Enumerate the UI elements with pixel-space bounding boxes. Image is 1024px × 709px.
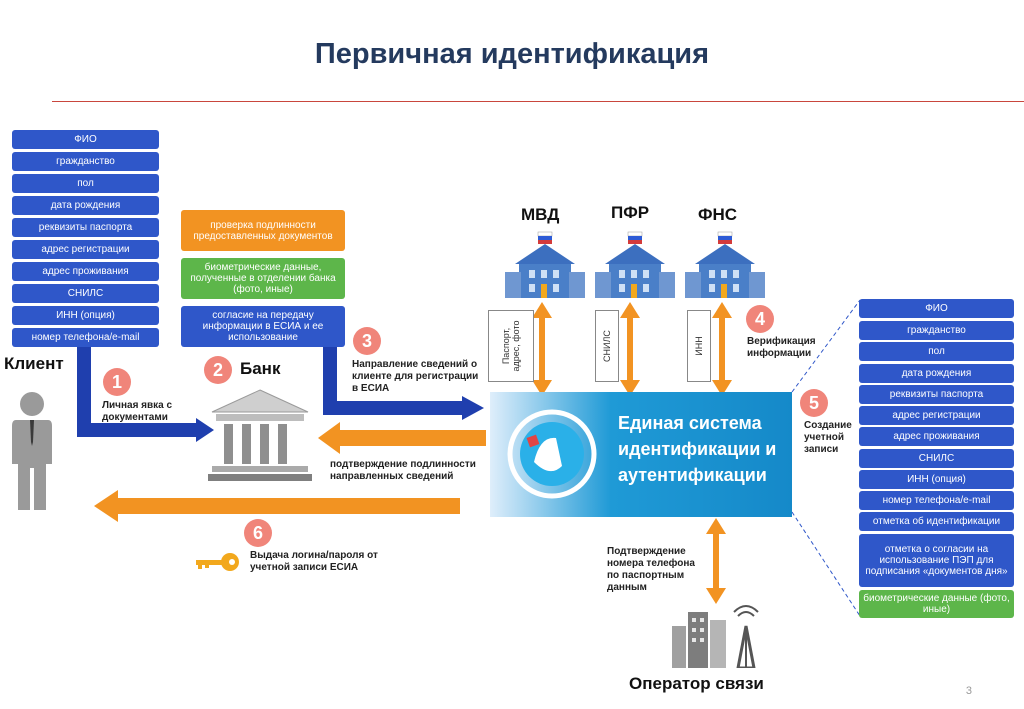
key-icon <box>196 553 239 571</box>
record-field-biometrics: биометрические данные (фото, иные) <box>859 590 1014 618</box>
client-field: ФИО <box>12 130 159 149</box>
record-field: СНИЛС <box>859 449 1014 468</box>
mvd-data-box: Паспорт, адрес, фото <box>488 310 534 382</box>
step-4-badge: 4 <box>746 305 774 333</box>
arrow-pfr-esia <box>620 302 640 396</box>
operator-label: Оператор связи <box>629 674 764 693</box>
record-field: адрес проживания <box>859 427 1014 446</box>
client-field: адрес проживания <box>12 262 159 281</box>
record-field: адрес регистрации <box>859 406 1014 425</box>
bank-building-icon <box>208 389 312 481</box>
record-field: отметка о согласии на использование ПЭП … <box>859 534 1014 587</box>
government-building-icon <box>505 231 585 298</box>
step-4-label: Верификация информации <box>747 336 816 359</box>
agency-mvd-label: МВД <box>521 205 560 224</box>
record-field: дата рождения <box>859 364 1014 383</box>
bank-biometrics: биометрические данные, полученные в отде… <box>181 258 345 299</box>
government-building-icon <box>595 231 675 298</box>
page-title: Первичная идентификация <box>314 38 710 70</box>
record-field: реквизиты паспорта <box>859 385 1014 404</box>
fns-data-box: ИНН <box>687 310 711 382</box>
record-field: ИНН (опция) <box>859 470 1014 489</box>
client-field: ИНН (опция) <box>12 306 159 325</box>
step-1-label: Личная явка с документами <box>102 400 173 423</box>
agency-pfr-label: ПФР <box>611 203 650 222</box>
client-field: СНИЛС <box>12 284 159 303</box>
bank-consent: согласие на передачу информации в ЕСИА и… <box>181 306 345 347</box>
bank-label: Банк <box>240 359 281 378</box>
agency-buildings <box>505 231 765 298</box>
step-2-badge: 2 <box>204 356 232 384</box>
pfr-data-label: СНИЛС <box>602 330 612 362</box>
client-field: адрес регистрации <box>12 240 159 259</box>
esia-block: Единая система идентификации и аутентифи… <box>490 392 792 517</box>
page-number: 3 <box>965 685 972 697</box>
phone-confirm-label: Подтверждение номера телефона по паспорт… <box>607 546 695 593</box>
telecom-operator-icon <box>672 605 759 668</box>
title-divider <box>52 101 1024 102</box>
record-field: пол <box>859 342 1014 361</box>
client-field: реквизиты паспорта <box>12 218 159 237</box>
record-field: гражданство <box>859 321 1014 340</box>
client-field: дата рождения <box>12 196 159 215</box>
client-label: Клиент <box>4 354 64 373</box>
client-field: пол <box>12 174 159 193</box>
client-field: гражданство <box>12 152 159 171</box>
pfr-data-box: СНИЛС <box>595 310 619 382</box>
fns-data-label: ИНН <box>694 336 704 356</box>
arrow-mvd-esia <box>532 302 552 396</box>
government-building-icon <box>685 231 765 298</box>
arrow-esia-to-client <box>118 498 460 514</box>
record-field: отметка об идентификации <box>859 512 1014 531</box>
step-5-label: Создание учетной записи <box>804 420 852 455</box>
arrow-esia-operator <box>706 518 726 604</box>
arrow-client-to-bank <box>77 347 196 437</box>
arrow-bank-to-esia <box>323 347 462 415</box>
record-field: ФИО <box>859 299 1014 318</box>
arrow-esia-to-bank <box>340 430 486 446</box>
client-field: номер телефона/e-mail <box>12 328 159 347</box>
record-field: номер телефона/e-mail <box>859 491 1014 510</box>
agency-fns-label: ФНС <box>698 205 738 224</box>
step-3-badge: 3 <box>353 327 381 355</box>
step-6-badge: 6 <box>244 519 272 547</box>
esia-logo-icon <box>507 409 597 499</box>
confirm-label: подтверждение подлинности направленных с… <box>330 459 476 482</box>
bank-doc-check: проверка подлинности предоставленных док… <box>181 210 345 251</box>
step-3-label: Направление сведений о клиенте для регис… <box>352 359 479 394</box>
person-icon <box>12 392 52 510</box>
mvd-data-label: Паспорт, адрес, фото <box>501 320 521 372</box>
esia-title: Единая система идентификации и аутентифи… <box>618 413 777 485</box>
step-1-badge: 1 <box>103 368 131 396</box>
step-5-badge: 5 <box>800 389 828 417</box>
step-6-label: Выдача логина/пароля от учетной записи Е… <box>250 550 378 573</box>
arrow-fns-esia <box>712 302 732 396</box>
